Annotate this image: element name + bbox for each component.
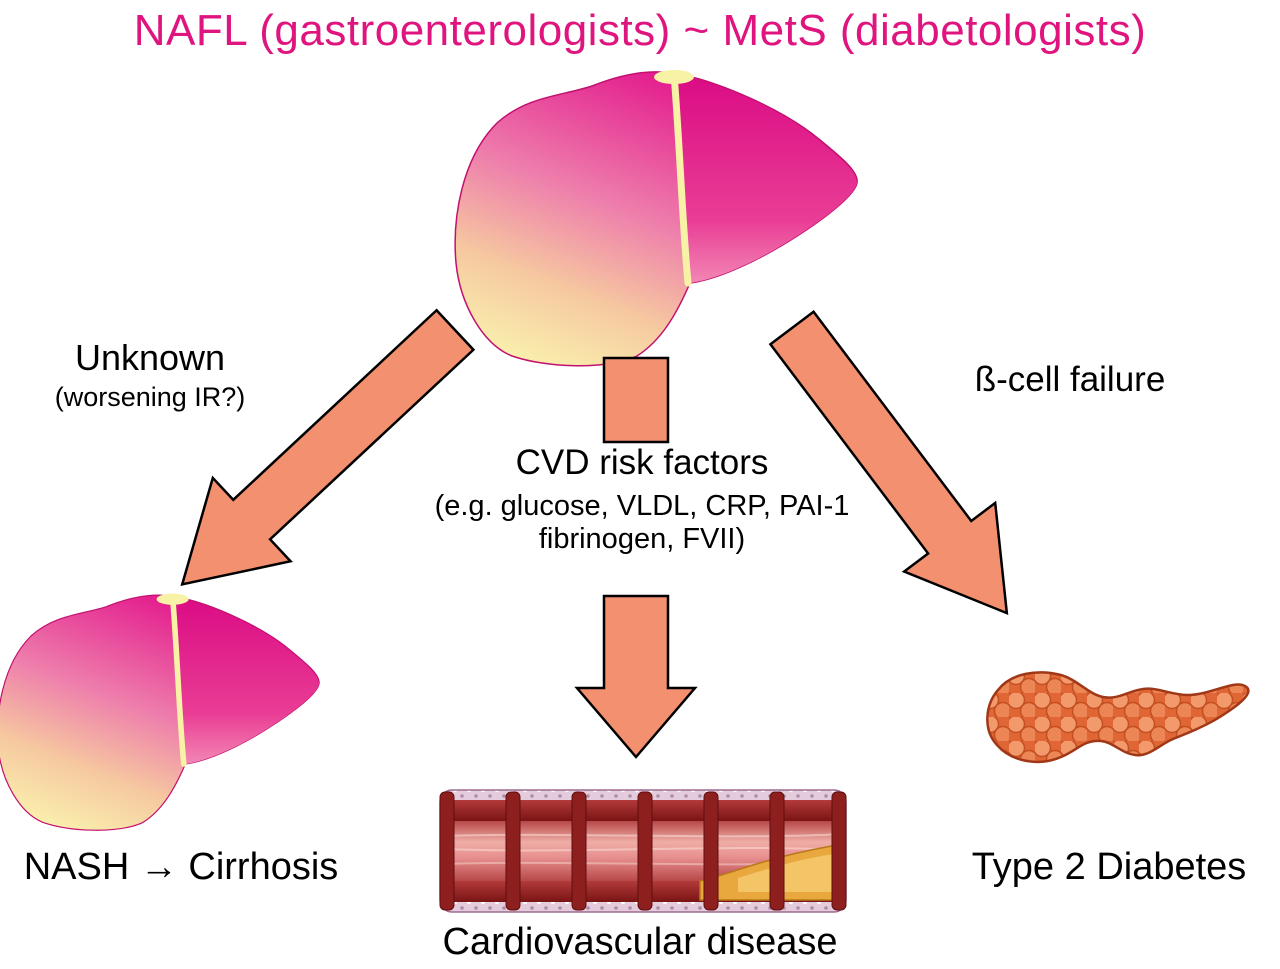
arrow-to-cvd-upper-shaft [602, 356, 670, 444]
left-outcome-label: NASH → Cirrhosis [23, 846, 339, 888]
right-cause-label: ß-cell failure [974, 360, 1166, 399]
arrow-to-nash [180, 308, 476, 587]
left-cause-detail-label: (worsening IR?) [54, 382, 246, 412]
arrow-to-cvd [574, 356, 698, 759]
arrow-to-diabetes [768, 310, 1009, 616]
center-cause-label: CVD risk factors [515, 443, 769, 482]
page-title: NAFL (gastroenterologists) ~ MetS (diabe… [133, 6, 1147, 55]
small-liver-illustration [0, 594, 319, 831]
liver-illustration [455, 70, 857, 366]
left-cause-label: Unknown [74, 337, 226, 378]
pancreas-illustration [986, 671, 1250, 764]
arrow-to-cvd-head [574, 594, 698, 759]
center-cause-detail-line2: fibrinogen, FVII) [538, 523, 746, 555]
artery-cross-section-illustration [439, 789, 847, 913]
center-outcome-label: Cardiovascular disease [442, 921, 838, 963]
right-outcome-label: Type 2 Diabetes [971, 846, 1247, 888]
center-cause-detail-line1: (e.g. glucose, VLDL, CRP, PAI-1 [434, 490, 850, 522]
